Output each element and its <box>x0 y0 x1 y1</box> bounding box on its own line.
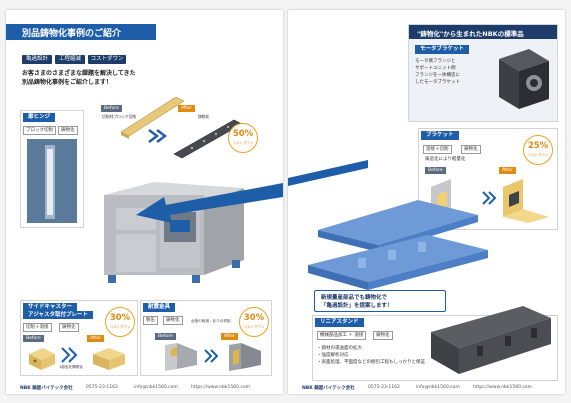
seismic-after-image <box>229 343 261 371</box>
hinge-card: 扉ヒンジ ブロック切削 鋳物化 <box>20 110 84 228</box>
motor-card-title: モータブラケット <box>415 45 470 54</box>
top-badge-percent: 50% <box>232 129 254 139</box>
plate-after-label: After <box>87 335 104 342</box>
plate-before-label: Before <box>23 335 44 342</box>
motor-bracket-image <box>499 49 549 109</box>
page-title: 別品鋳物化事例のご紹介 <box>22 29 122 39</box>
plate-card: サイドキャスター アジャスタ取付プレート 切削＋溶接 鋳物化 30% コストダウ… <box>20 300 138 376</box>
hinge-tag-before: ブロック切削 <box>23 126 56 135</box>
plate-badge-percent: 30% <box>109 313 131 323</box>
plate-card-title-2: アジャスタ取付プレート <box>23 311 94 319</box>
right-footer-company: NBK 鍋屋バイテック会社 <box>302 386 355 391</box>
top-cost-badge: 50% コストダウン <box>228 123 258 153</box>
plate-arrow-note: 1部品を鋳物化 <box>59 365 83 369</box>
callout-line-1: 新規量産部品でも鋳物化で <box>321 295 388 301</box>
callout-line-2: 「亀過設計」を提案します！ <box>321 303 393 309</box>
seismic-note: 台座の削減・反りの抑制 <box>191 319 231 323</box>
linear-tag-before: 機械部品加工 ＋ 溶接 <box>317 331 367 340</box>
seismic-card: 耐震金具 製缶 鋳物化 台座の削減・反りの抑制 30% コストダウン Befor… <box>140 300 272 376</box>
linear-bullet-2: ・強度解析対応 <box>317 353 349 358</box>
left-footer-web: https://www.nbk1560.com <box>191 385 250 390</box>
linear-card-title: リニアスタンド <box>315 318 364 327</box>
linear-stand-card: リニアスタンド 機械部品加工 ＋ 溶接 鋳物化 ・鋼材の運送面の拡大 ・強度解析… <box>312 306 558 381</box>
seismic-badge-percent: 30% <box>243 313 265 323</box>
bracket-before-label: Before <box>425 167 446 174</box>
plate-arrow-icon <box>61 347 78 363</box>
bracket-after-image <box>503 179 549 223</box>
before-bar-image <box>120 96 185 139</box>
plate-tag-after: 鋳物化 <box>59 323 79 332</box>
plate-tag-before: 切削＋溶接 <box>23 323 52 332</box>
bracket-after-label: After <box>499 167 516 174</box>
seismic-arrow-icon <box>204 349 219 363</box>
seismic-badge-text: コストダウン <box>243 325 265 329</box>
left-footer-company: NBK 鍋屋バイテック会社 <box>20 386 73 391</box>
bracket-tag-after: 鋳物化 <box>461 145 481 154</box>
blue-arrow-left <box>136 183 283 223</box>
top-before-note: 切削材ブロック切削 <box>102 114 137 119</box>
bracket-tag-before: 溶接＋切削 <box>423 145 452 154</box>
header-bar: 別品鋳物化事例のご紹介 <box>6 24 156 40</box>
right-page: "鋳物化"から生まれたNBKの標準品 モータブラケット モータ側フランジと サポ… <box>288 10 565 394</box>
plate-before-image <box>29 348 55 370</box>
motor-desc-2: サポートユニット側 <box>415 66 456 71</box>
top-badge-text: コストダウン <box>232 141 254 145</box>
motor-desc-4: したモータブラケット <box>415 80 460 85</box>
hinge-card-title: 扉ヒンジ <box>23 113 56 122</box>
left-page: 別品鋳物化事例のご紹介 亀過設計 工程縮減 コストダウン お客さまのさまざまな課… <box>6 10 283 394</box>
chip-design: 亀過設計 <box>22 55 52 64</box>
right-footer-phone: 0575-23-1162 <box>368 385 400 390</box>
seismic-after-label: After <box>221 333 238 340</box>
linear-bullet-1: ・鋼材の運送面の拡大 <box>317 346 362 351</box>
double-arrow-icon <box>148 129 167 143</box>
right-footer-email: info@nbk1560.com <box>416 385 460 390</box>
bracket-badge-text: コストダウン <box>527 153 549 157</box>
chip-cost: コストダウン <box>88 55 126 64</box>
intro-line-1: お客さまのさまざまな課題を解決してきた <box>22 70 136 77</box>
blue-arrow-continuation <box>288 160 368 186</box>
plate-card-title-1: サイドキャスター <box>23 303 78 311</box>
bracket-note: 鋳造化により軽量化 <box>425 157 466 162</box>
plate-badge-text: コストダウン <box>109 325 131 329</box>
linear-bullet-3: ・表面処理、平面度などの梱包工程もしっかりと保証 <box>317 360 425 365</box>
standard-products-header: "鋳物化"から生まれたNBKの標準品 <box>409 25 557 39</box>
left-footer-phone: 0575-23-1162 <box>86 385 118 390</box>
bracket-badge-percent: 25% <box>527 141 549 151</box>
right-footer-web: https://www.nbk1560.com <box>473 385 532 390</box>
seismic-before-label: Before <box>155 333 176 340</box>
motor-desc-3: フランジを一体構造に <box>415 73 460 78</box>
standard-products-box: "鋳物化"から生まれたNBKの標準品 モータブラケット モータ側フランジと サポ… <box>408 24 558 122</box>
blue-parts-illustration <box>308 200 488 290</box>
hinge-tag-after: 鋳物化 <box>58 126 78 135</box>
top-before-label: Before <box>101 105 122 112</box>
chip-process: 工程縮減 <box>55 55 85 64</box>
top-after-label: After <box>178 105 195 112</box>
plate-cost-badge: 30% コストダウン <box>105 307 135 337</box>
seismic-before-image <box>165 343 197 371</box>
seismic-tag-after: 鋳物化 <box>163 316 183 325</box>
seismic-card-title: 耐震金具 <box>143 303 176 312</box>
seismic-cost-badge: 30% コストダウン <box>239 307 269 337</box>
linear-stand-image <box>431 306 551 374</box>
bracket-card-title: ブラケット <box>421 131 459 140</box>
left-footer-email: info@nbk1560.com <box>134 385 178 390</box>
seismic-tag-before: 製缶 <box>143 316 158 325</box>
standard-products-title: "鋳物化"から生まれたNBKの標準品 <box>417 30 524 38</box>
hinge-photo <box>27 139 77 223</box>
bracket-cost-badge: 25% コストダウン <box>523 135 553 165</box>
intro-line-2: 別品鋳物化事例をご紹介します！ <box>22 79 113 86</box>
plate-after-image <box>93 348 125 370</box>
top-after-note: 鋳物化 <box>198 114 210 119</box>
callout-box: 新規量産部品でも鋳物化で 「亀過設計」を提案します！ <box>314 290 446 312</box>
bracket-arrow-icon <box>482 191 497 205</box>
linear-tag-after: 鋳物化 <box>373 331 393 340</box>
motor-desc-1: モータ側フランジと <box>415 59 456 64</box>
